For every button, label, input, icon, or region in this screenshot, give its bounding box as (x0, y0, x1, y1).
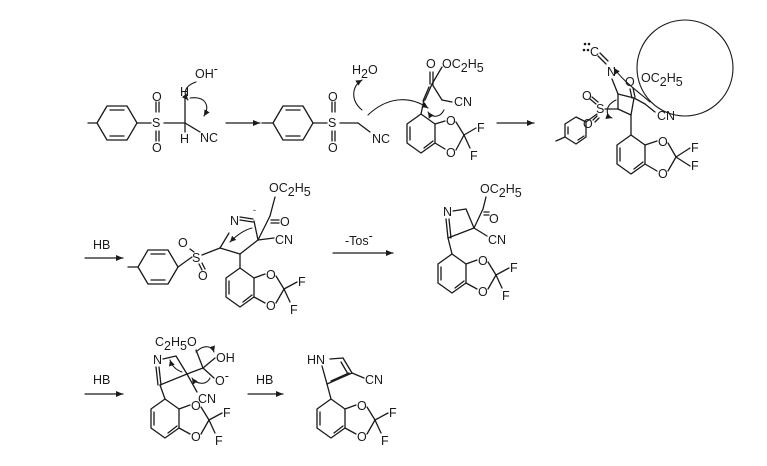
nitrile-label: CN (275, 233, 293, 247)
fluorine-label: F (223, 406, 231, 420)
ring-oxygen-label: O (266, 268, 276, 282)
fluorine-label: F (470, 149, 478, 163)
nitrile-label: CN (657, 109, 675, 123)
nitrile-label: CN (488, 233, 506, 247)
oxygen-label: O (152, 90, 162, 104)
ring-nitrogen-label: N (230, 214, 239, 228)
pyrroline-molecule: N OC2H5 O CN O O F F (437, 182, 522, 303)
fluorine-label: F (510, 261, 518, 275)
ring-oxygen-label: O (191, 399, 201, 413)
oxygen-label: O (582, 89, 592, 103)
isocyanide-nitrogen-label: N (607, 65, 616, 79)
hydrogen-label: H (180, 132, 189, 146)
ester-ethoxy-label: OC2H5 (269, 181, 311, 199)
sulfur-label: S (596, 102, 604, 116)
michael-adduct-molecule: C N O OC2H5 CN S O O (555, 19, 734, 181)
sulfur-label: S (328, 116, 336, 130)
ring-nitrogen-label: N (153, 353, 162, 367)
cyclized-anion-molecule: S O O N - OC2H5 O CN O O F (127, 181, 311, 317)
ethoxy-label: C2H5O (155, 335, 197, 353)
ring-oxygen-label: O (478, 254, 488, 268)
pyrrole-product-molecule: HN CN O O F F (307, 353, 397, 448)
acrylate-molecule: O OC2H5 CN O O F F (406, 57, 485, 163)
pyrrole-nh-label: HN (307, 353, 325, 367)
ester-oxygen-label: O (426, 57, 436, 71)
ester-oxygen-label: O (489, 212, 499, 226)
ring-oxygen-label: O (357, 399, 367, 413)
oxygen-label: O (328, 90, 338, 104)
tetrahedral-intermediate-molecule: C2H5O N OH O- CN O O F F (150, 335, 235, 448)
hydroxide-label: OH- (195, 62, 218, 81)
fluorine-label: F (477, 121, 485, 135)
oxygen-label: O (198, 269, 208, 283)
oxygen-label: O (152, 141, 162, 155)
tosmic-molecule: S O O H H NC OH- (87, 62, 218, 155)
hydroxyl-label: OH (216, 351, 235, 365)
fluorine-label: F (215, 434, 223, 448)
fluorine-label: F (389, 406, 397, 420)
fluorine-label: F (691, 159, 699, 173)
ester-oxygen-label: O (280, 215, 290, 229)
nitrile-label: CN (198, 392, 216, 406)
oxygen-label: O (328, 141, 338, 155)
oxygen-label: O (583, 117, 593, 131)
ring-oxygen-label: O (357, 430, 367, 444)
fluorine-label: F (298, 275, 306, 289)
sulfur-label: S (192, 251, 200, 265)
isocyanide-carbon-label: C (590, 45, 599, 59)
hydrogen-label: H (180, 85, 189, 99)
ring-oxygen-label: O (266, 299, 276, 313)
fluorine-label: F (290, 303, 298, 317)
fluorine-label: F (502, 289, 510, 303)
ester-ethoxy-label: OC2H5 (480, 182, 522, 200)
ring-oxygen-label: O (446, 114, 456, 128)
isocyanide-label: NC (372, 132, 390, 146)
sulfur-label: S (152, 116, 160, 130)
nitrile-label: CN (365, 373, 383, 387)
tosmic-anion-molecule: S O O NC H2O (261, 63, 429, 155)
tosyl-elimination-label: -Tos- (345, 229, 373, 248)
ester-ethoxy-label: OC2H5 (442, 57, 484, 75)
ester-ethoxy-label: OC2H5 (641, 71, 683, 89)
water-label: H2O (352, 63, 378, 81)
nitrile-label: CN (454, 95, 472, 109)
ring-oxygen-label: O (446, 146, 456, 160)
oxygen-label: O (178, 236, 188, 250)
fluorine-label: F (691, 141, 699, 155)
isocyanide-label: NC (200, 131, 218, 145)
ring-oxygen-label: O (478, 285, 488, 299)
ring-oxygen-label: O (658, 167, 668, 181)
ring-nitrogen-label: N (443, 205, 452, 219)
base-label: HB (256, 373, 273, 387)
base-label: HB (93, 373, 110, 387)
fluorine-label: F (381, 434, 389, 448)
base-label: HB (93, 238, 110, 252)
oxide-label: O- (215, 369, 229, 388)
ring-oxygen-label: O (191, 430, 201, 444)
ester-oxygen-label: O (625, 75, 635, 89)
ring-oxygen-label: O (658, 135, 668, 149)
anion-charge-label: - (253, 205, 256, 215)
